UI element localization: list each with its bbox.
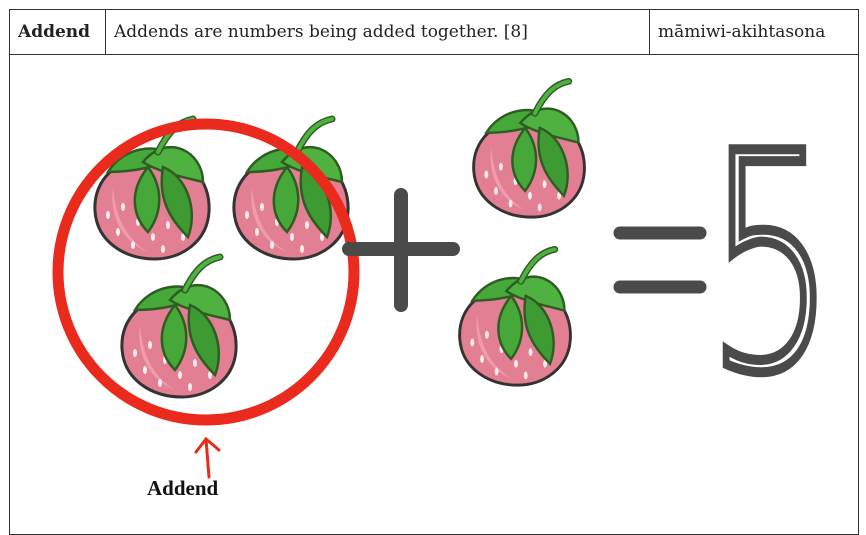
plus-icon	[342, 188, 460, 312]
definition-table: Addend Addends are numbers being added t…	[9, 9, 859, 535]
strawberry-icon	[460, 249, 571, 385]
addend-circle	[52, 118, 360, 426]
term-cell: Addend	[10, 10, 106, 54]
strawberry-icon	[474, 81, 585, 217]
addend-illustration: 5 Addend	[10, 55, 858, 535]
translation-cell: māmiwi-akihtasona	[658, 22, 826, 42]
illustration-canvas: 5	[52, 55, 841, 479]
definition-cell: Addends are numbers being added together…	[106, 10, 650, 54]
table-row: Addend Addends are numbers being added t…	[10, 10, 858, 55]
figure-caption: Addend	[147, 476, 219, 500]
arrow-up-icon	[194, 436, 221, 479]
strawberry-icon	[122, 257, 236, 397]
equals-icon	[613, 226, 707, 294]
result-number: 5	[706, 90, 836, 439]
